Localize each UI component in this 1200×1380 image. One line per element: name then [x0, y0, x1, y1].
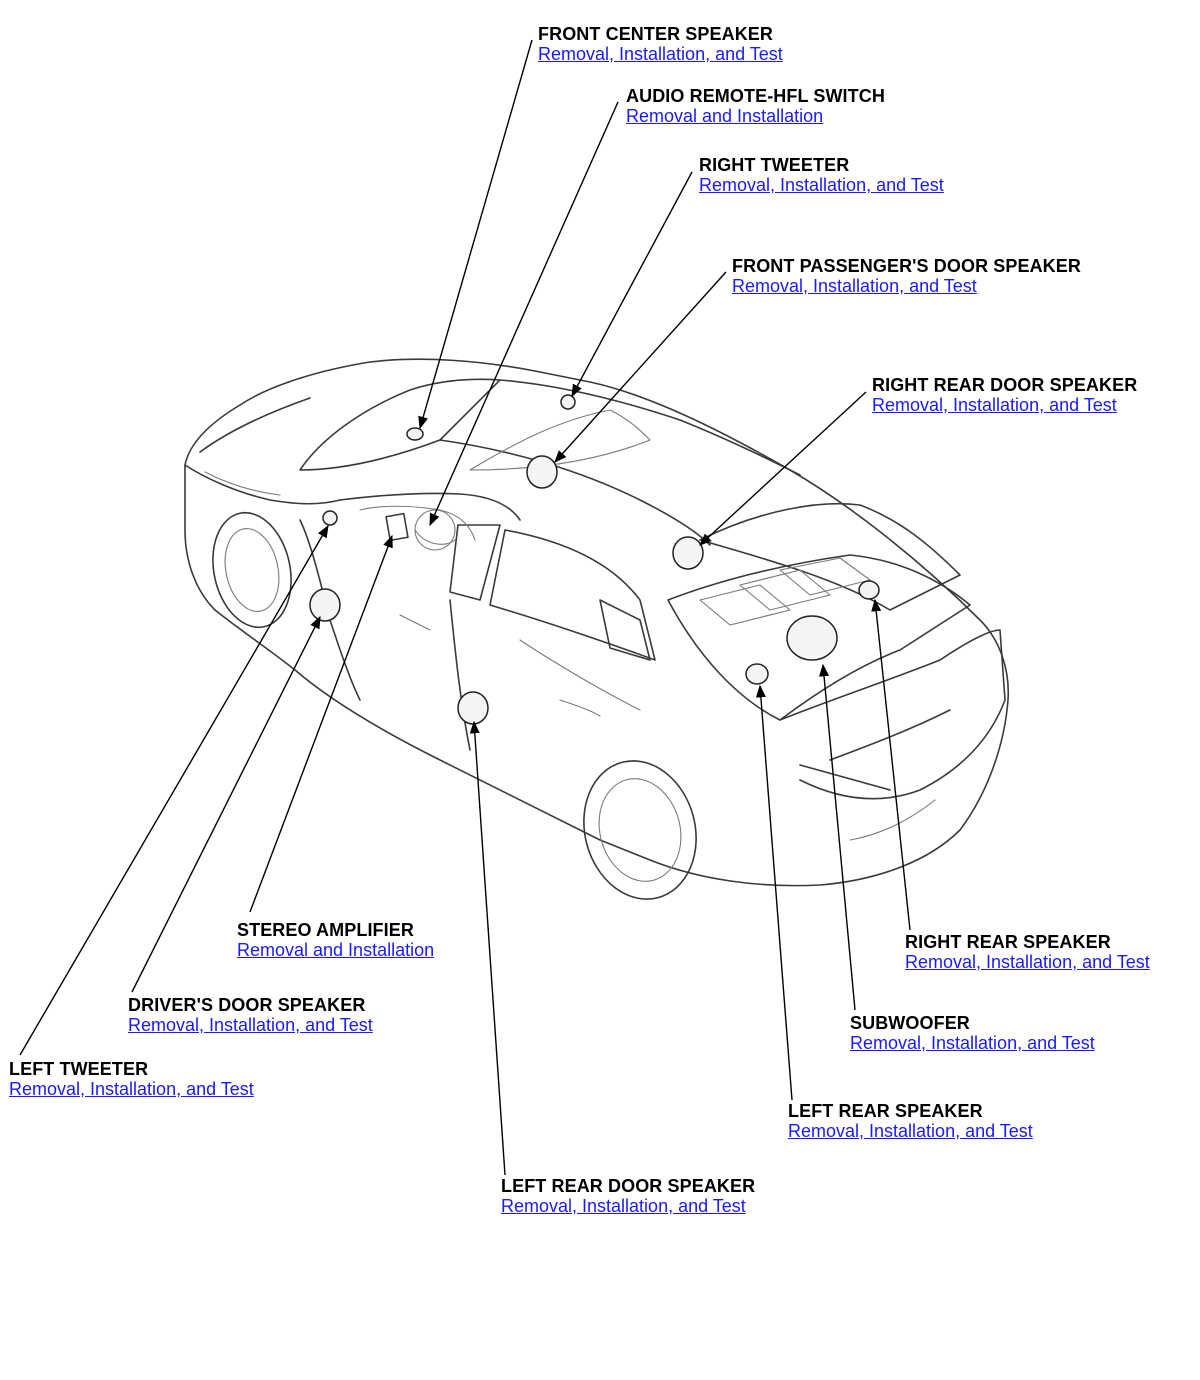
- component-title: RIGHT REAR SPEAKER: [905, 932, 1111, 952]
- procedure-link[interactable]: Removal and Installation: [626, 106, 824, 126]
- procedure-link[interactable]: Removal, Installation, and Test: [9, 1079, 254, 1099]
- callout-right-tweeter: RIGHT TWEETER Removal, Installation, and…: [699, 155, 944, 195]
- callout-stereo-amplifier: STEREO AMPLIFIER Removal and Installatio…: [237, 920, 434, 960]
- left-rear-door-speaker-marker: [457, 691, 489, 725]
- callout-front-passenger-door-speaker: FRONT PASSENGER'S DOOR SPEAKER Removal, …: [732, 256, 1081, 296]
- callout-left-rear-door-speaker: LEFT REAR DOOR SPEAKER Removal, Installa…: [501, 1176, 755, 1216]
- procedure-link[interactable]: Removal, Installation, and Test: [538, 44, 783, 64]
- leader-left-rear-door-speaker: [469, 720, 506, 1176]
- procedure-link[interactable]: Removal, Installation, and Test: [850, 1033, 1095, 1053]
- right-rear-door-speaker-marker: [672, 536, 704, 570]
- component-title: LEFT TWEETER: [9, 1059, 149, 1079]
- leader-stereo-amplifier: [249, 534, 393, 913]
- subwoofer-marker: [786, 615, 838, 661]
- procedure-link[interactable]: Removal, Installation, and Test: [905, 952, 1150, 972]
- procedure-link[interactable]: Removal, Installation, and Test: [732, 276, 977, 296]
- car-body-outline: [184, 358, 1010, 900]
- leader-left-rear-speaker: [755, 684, 793, 1101]
- procedure-link[interactable]: Removal, Installation, and Test: [788, 1121, 1033, 1141]
- callout-subwoofer: SUBWOOFER Removal, Installation, and Tes…: [850, 1013, 1095, 1053]
- procedure-link[interactable]: Removal, Installation, and Test: [872, 395, 1117, 415]
- right-rear-speaker-marker: [858, 580, 880, 600]
- leader-right-tweeter: [571, 171, 693, 398]
- callout-left-rear-speaker: LEFT REAR SPEAKER Removal, Installation,…: [788, 1101, 1033, 1141]
- procedure-link[interactable]: Removal, Installation, and Test: [128, 1015, 373, 1035]
- left-rear-speaker-marker: [745, 663, 769, 685]
- callout-drivers-door-speaker: DRIVER'S DOOR SPEAKER Removal, Installat…: [128, 995, 373, 1035]
- callout-front-center-speaker: FRONT CENTER SPEAKER Removal, Installati…: [538, 24, 783, 64]
- leader-subwoofer: [819, 663, 856, 1011]
- front-passenger-door-speaker-marker: [526, 455, 558, 489]
- component-title: STEREO AMPLIFIER: [237, 920, 414, 940]
- left-tweeter-marker: [322, 510, 338, 526]
- leader-right-rear-speaker: [871, 598, 911, 931]
- callout-audio-remote-hfl-switch: AUDIO REMOTE-HFL SWITCH Removal and Inst…: [626, 86, 885, 126]
- component-title: FRONT PASSENGER'S DOOR SPEAKER: [732, 256, 1081, 276]
- leader-front-center-speaker: [418, 39, 533, 430]
- drivers-door-speaker-marker: [309, 588, 341, 622]
- leader-front-passenger-door-speaker: [554, 271, 727, 463]
- leader-lines: [19, 39, 911, 1176]
- procedure-link[interactable]: Removal and Installation: [237, 940, 435, 960]
- callout-left-tweeter: LEFT TWEETER Removal, Installation, and …: [9, 1059, 254, 1099]
- component-title: LEFT REAR DOOR SPEAKER: [501, 1176, 756, 1196]
- component-title: RIGHT REAR DOOR SPEAKER: [872, 375, 1138, 395]
- leader-right-rear-door-speaker: [699, 391, 867, 546]
- component-title: RIGHT TWEETER: [699, 155, 850, 175]
- component-title: AUDIO REMOTE-HFL SWITCH: [626, 86, 885, 106]
- component-title: FRONT CENTER SPEAKER: [538, 24, 774, 44]
- callout-right-rear-speaker: RIGHT REAR SPEAKER Removal, Installation…: [905, 932, 1150, 972]
- callout-right-rear-door-speaker: RIGHT REAR DOOR SPEAKER Removal, Install…: [872, 375, 1137, 415]
- front-center-speaker-marker: [406, 427, 424, 441]
- component-title: LEFT REAR SPEAKER: [788, 1101, 983, 1121]
- procedure-link[interactable]: Removal, Installation, and Test: [699, 175, 944, 195]
- speaker-markers: [309, 394, 880, 725]
- component-title: DRIVER'S DOOR SPEAKER: [128, 995, 366, 1015]
- component-title: SUBWOOFER: [850, 1013, 970, 1033]
- leader-drivers-door-speaker: [131, 615, 321, 993]
- right-tweeter-marker: [560, 394, 576, 410]
- leader-left-tweeter: [19, 524, 329, 1056]
- procedure-link[interactable]: Removal, Installation, and Test: [501, 1196, 746, 1216]
- leader-audio-remote-switch: [429, 101, 619, 527]
